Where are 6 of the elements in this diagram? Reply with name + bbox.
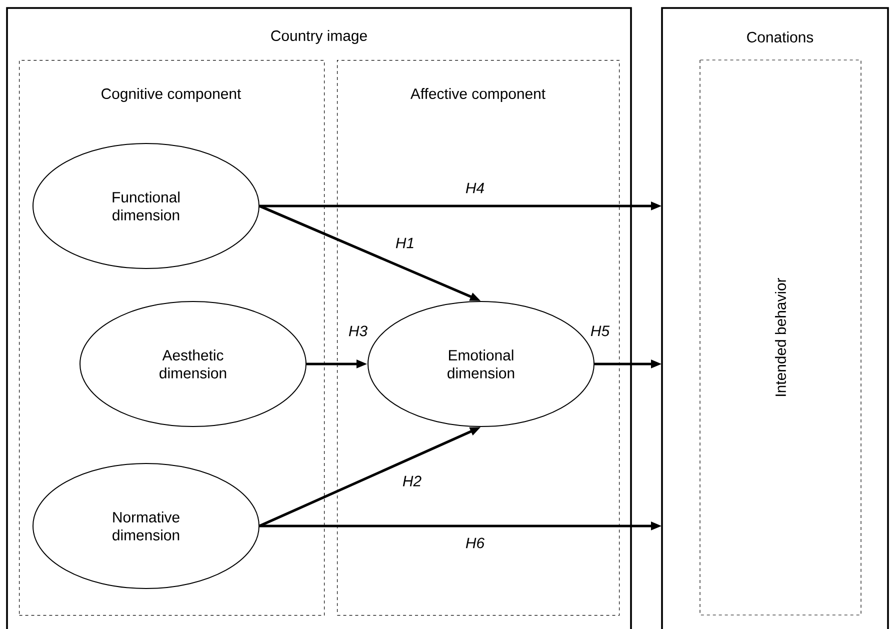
behavior-box: Intended behavior [700, 60, 862, 616]
edge-label: H3 [348, 326, 368, 336]
edge-label: H1 [396, 238, 414, 248]
edge-label: H4 [466, 182, 484, 194]
edge-label: H2 [402, 476, 422, 486]
edge-label: H6 [466, 538, 485, 548]
